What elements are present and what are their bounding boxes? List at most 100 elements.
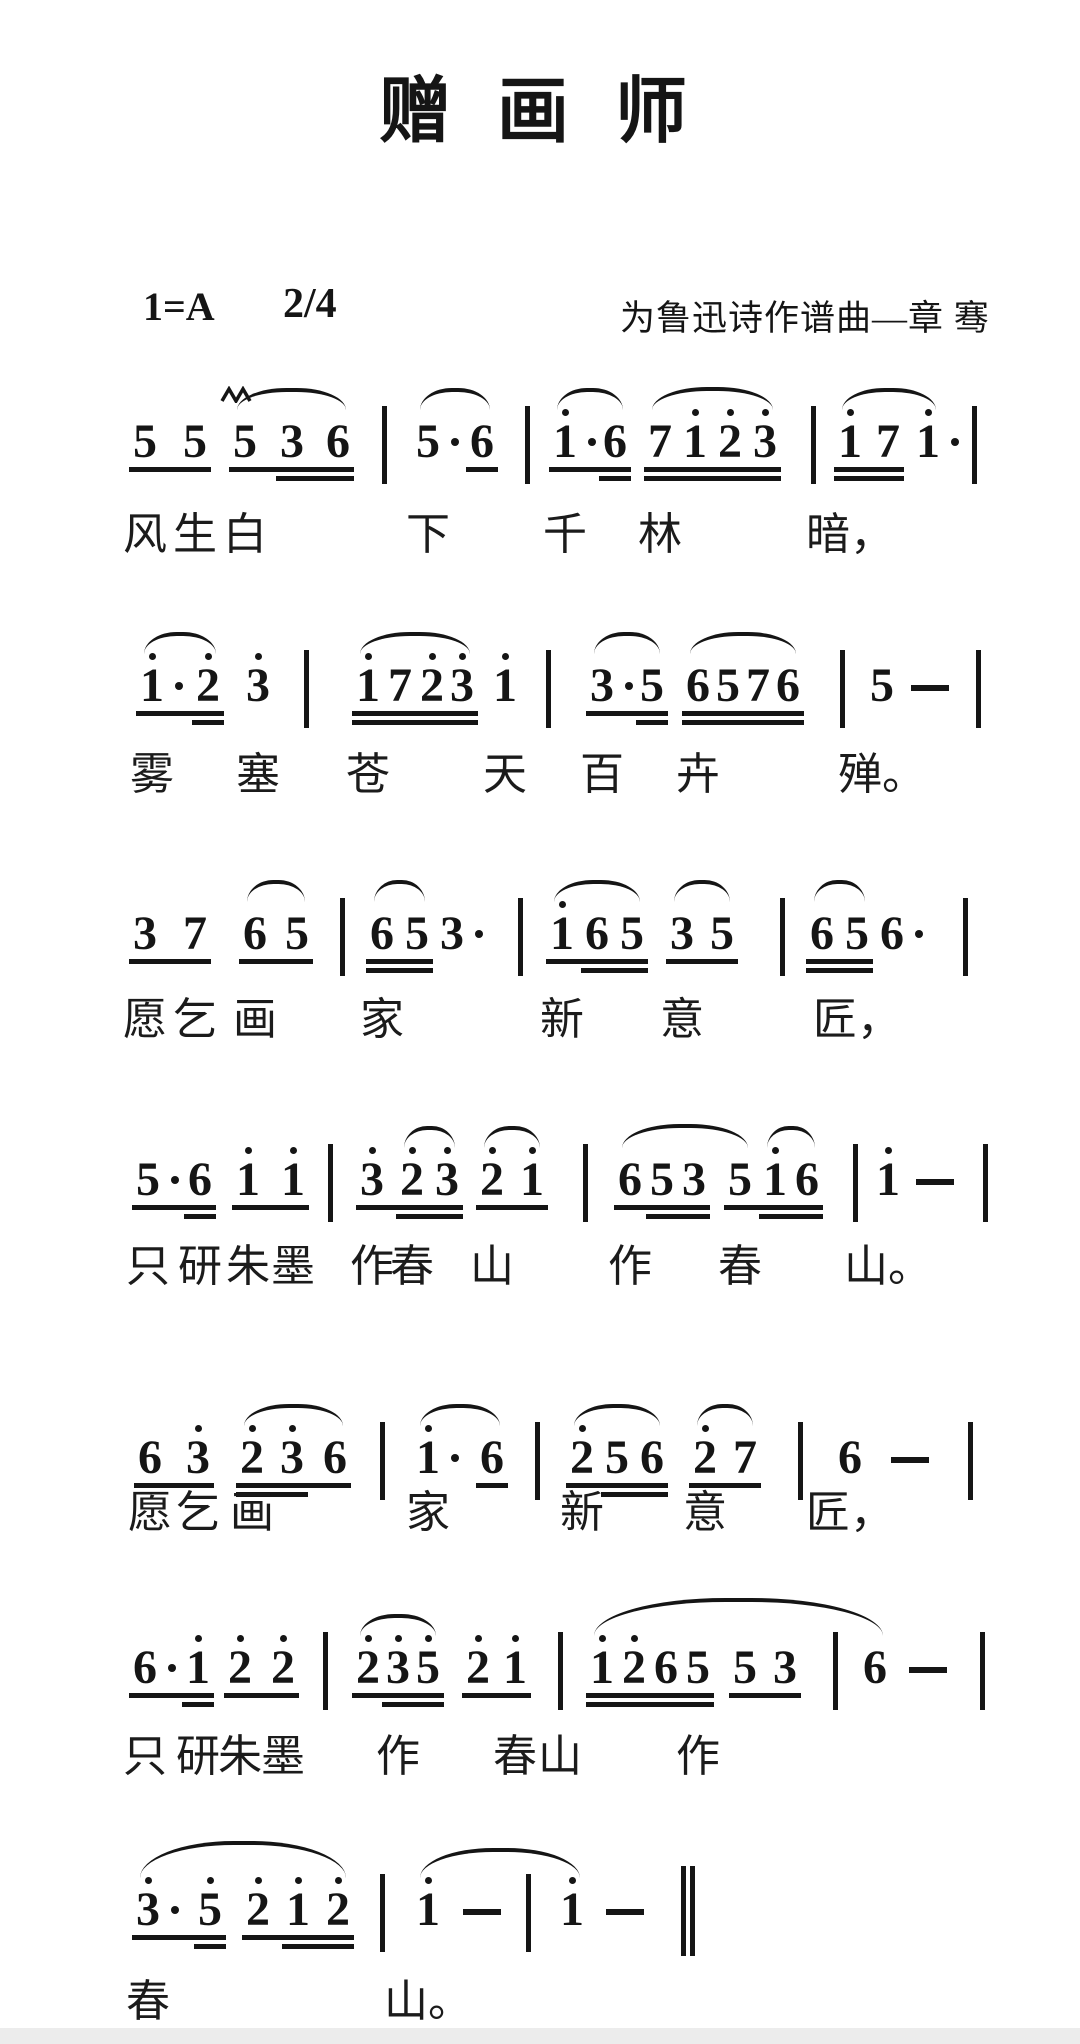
note: 6 xyxy=(880,910,923,958)
slur-arc xyxy=(690,632,796,654)
lyric-char: 雾 xyxy=(130,750,174,799)
note: 1 xyxy=(356,653,380,710)
note: 7 xyxy=(733,1431,757,1484)
note: 3 xyxy=(280,1425,304,1482)
lyric-char: 墨 xyxy=(271,1242,315,1291)
barline xyxy=(339,898,345,976)
note: 5 xyxy=(728,1153,752,1206)
octave-dot xyxy=(726,409,734,416)
barline xyxy=(779,898,785,976)
slur-arc xyxy=(144,632,216,654)
note: 1 xyxy=(286,1877,310,1934)
note: 1 xyxy=(186,1635,210,1692)
lyric-char: 画 xyxy=(230,1488,274,1537)
duration-beam xyxy=(396,1214,463,1219)
note: 2 xyxy=(196,653,220,710)
note: 1 xyxy=(416,1877,440,1934)
note: 1 xyxy=(281,1147,305,1204)
octave-dot xyxy=(364,653,372,660)
octave-dot xyxy=(701,1425,709,1432)
note: 2 xyxy=(420,653,444,710)
duration-beam xyxy=(134,1483,214,1488)
note: 5 xyxy=(405,907,429,960)
slur-arc xyxy=(404,1126,455,1148)
octave-dot xyxy=(144,1877,152,1884)
note: 1 xyxy=(520,1147,544,1204)
augmentation-dot xyxy=(171,1176,179,1184)
duration-beam xyxy=(586,1693,714,1698)
octave-dot xyxy=(194,1635,202,1642)
octave-dot xyxy=(424,1635,432,1642)
note: 5 xyxy=(845,907,869,960)
octave-dot xyxy=(294,1877,302,1884)
lyric-char: 愿 xyxy=(128,1488,172,1537)
octave-dot xyxy=(368,1147,376,1154)
note: 6 xyxy=(776,659,800,712)
note: 2 xyxy=(466,1635,490,1692)
augmentation-dot xyxy=(588,438,596,446)
barline xyxy=(975,650,981,728)
lyric-char: 千 xyxy=(543,510,587,559)
duration-beam xyxy=(352,720,478,725)
note: 5 xyxy=(416,418,459,466)
lyric-char: 乞 xyxy=(173,995,217,1044)
octave-dot xyxy=(254,1877,262,1884)
duration-beam xyxy=(366,968,433,973)
lyric-char: 研 xyxy=(178,1242,222,1291)
slur-arc xyxy=(360,632,470,654)
slur-arc xyxy=(360,1614,436,1636)
note: 5 xyxy=(136,1156,179,1204)
note-extension-dash xyxy=(891,1457,929,1463)
note-extension-dash xyxy=(463,1909,501,1915)
note: 5 xyxy=(716,659,740,712)
duration-beam xyxy=(601,1492,668,1497)
slur-arc xyxy=(622,1124,748,1148)
slur-arc xyxy=(244,1404,343,1426)
octave-dot xyxy=(288,1425,296,1432)
note: 1 xyxy=(838,409,862,466)
note: 6 xyxy=(863,1641,887,1694)
duration-beam xyxy=(129,467,211,472)
octave-dot xyxy=(691,409,699,416)
note: 2 xyxy=(400,1147,424,1204)
duration-beam xyxy=(806,968,873,973)
duration-beam xyxy=(136,711,224,716)
note: 3 xyxy=(360,1147,384,1204)
lyric-char: 林 xyxy=(638,510,682,559)
slur-arc xyxy=(574,1404,660,1426)
octave-dot xyxy=(236,1635,244,1642)
key-signature: 1=A xyxy=(143,284,215,329)
slur-arc xyxy=(697,1404,753,1426)
lyric-char: 殚。 xyxy=(838,750,926,799)
duration-beam xyxy=(689,1483,761,1488)
lyric-char: 卉 xyxy=(676,750,720,799)
note: 6 xyxy=(480,1431,504,1484)
barline xyxy=(839,650,845,728)
note: 6 xyxy=(810,907,834,960)
note: 3 xyxy=(450,653,474,710)
note: 6 xyxy=(243,907,267,960)
lyric-char: 春 xyxy=(126,1977,170,2026)
octave-dot xyxy=(244,1147,252,1154)
note: 3 xyxy=(186,1425,210,1482)
octave-dot xyxy=(408,1147,416,1154)
barline xyxy=(971,406,977,484)
octave-dot xyxy=(443,1147,451,1154)
duration-beam xyxy=(636,720,668,725)
note: 2 xyxy=(271,1635,295,1692)
note: 5 xyxy=(620,907,644,960)
barline xyxy=(582,1144,588,1222)
octave-dot xyxy=(194,1425,202,1432)
slur-arc xyxy=(842,388,936,410)
lyric-char: 生 xyxy=(173,510,217,559)
barline xyxy=(327,1144,333,1222)
slur-arc xyxy=(237,388,346,410)
duration-beam xyxy=(546,959,648,964)
note: 6 xyxy=(323,1431,347,1484)
duration-beam xyxy=(566,1483,668,1488)
lyric-char: 匠， xyxy=(813,995,901,1044)
barline xyxy=(545,650,551,728)
note: 5 xyxy=(285,907,309,960)
barline xyxy=(524,406,530,484)
note: 3 xyxy=(682,1153,706,1206)
